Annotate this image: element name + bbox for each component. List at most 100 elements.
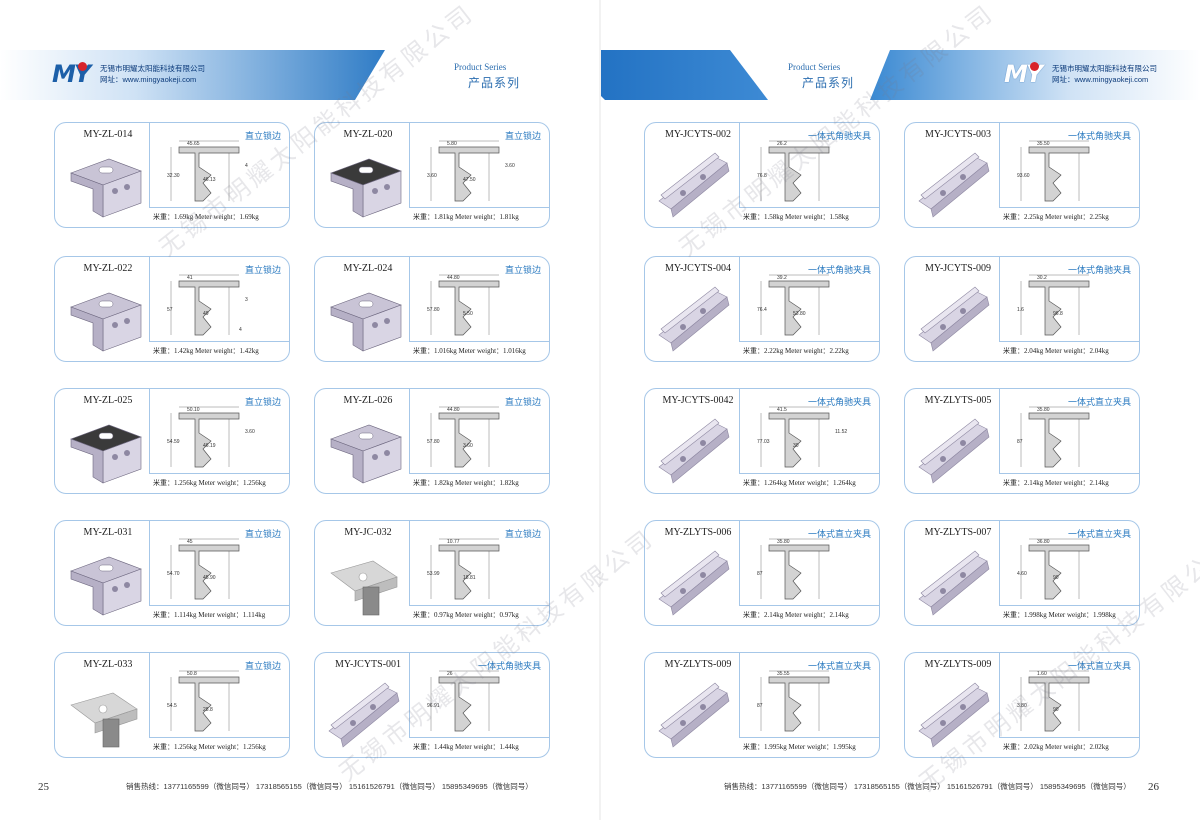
product-category: 一体式直立夹具: [807, 529, 871, 539]
header-band-right: [600, 50, 1200, 100]
product-model: MY-ZL-014: [83, 129, 133, 140]
svg-text:57.80: 57.80: [427, 439, 440, 445]
product-model: MY-ZLYTS-006: [664, 527, 732, 538]
card-divider: [999, 257, 1000, 341]
svg-text:76.4: 76.4: [757, 307, 767, 313]
card-divider: [409, 653, 410, 737]
card-divider: [409, 605, 549, 606]
card-divider: [739, 653, 740, 737]
svg-text:3.80: 3.80: [1017, 703, 1027, 709]
product-category: 一体式角驰夹具: [807, 131, 871, 141]
cross-section-drawing: 35.80 87: [749, 535, 869, 603]
series-title-en: Product Series: [788, 62, 841, 72]
card-divider: [149, 207, 289, 208]
svg-text:93.60: 93.60: [1017, 173, 1030, 179]
product-category: 直立锁边: [504, 131, 541, 141]
meter-weight: 米重：2.22kg Meter weight：2.22kg: [743, 347, 849, 355]
card-divider: [739, 605, 879, 606]
svg-text:1.60: 1.60: [1037, 671, 1047, 677]
svg-text:90: 90: [1053, 575, 1059, 581]
logo-mark-icon: MY: [1004, 60, 1043, 88]
product-category: 直立锁边: [244, 661, 281, 671]
svg-text:41: 41: [187, 275, 193, 281]
svg-text:35.50: 35.50: [1037, 141, 1050, 147]
svg-text:5.80: 5.80: [447, 141, 457, 147]
svg-text:45.65: 45.65: [187, 141, 200, 147]
svg-text:11.52: 11.52: [835, 429, 847, 435]
svg-text:35.80: 35.80: [1037, 407, 1050, 413]
product-model: MY-ZLYTS-009: [924, 659, 992, 670]
product-photo: [63, 411, 147, 487]
product-photo: [913, 675, 997, 751]
right-page: Product Series 产品系列 MY 无锡市明耀太阳能科技有限公司 网址…: [600, 0, 1200, 820]
card-divider: [999, 207, 1139, 208]
svg-text:3.60: 3.60: [505, 163, 515, 169]
meter-weight: 米重：0.97kg Meter weight：0.97kg: [413, 611, 519, 619]
svg-text:53.80: 53.80: [793, 311, 806, 317]
meter-weight: 米重：1.264kg Meter weight：1.264kg: [743, 479, 856, 487]
product-card: MY-ZLYTS-006 一体式直立夹具 35.80 87 米重：2.14kg M…: [644, 520, 880, 626]
product-model: MY-ZL-025: [83, 395, 133, 406]
card-divider: [149, 605, 289, 606]
svg-text:35.55: 35.55: [777, 671, 790, 677]
svg-text:3: 3: [245, 297, 248, 303]
card-divider: [999, 605, 1139, 606]
svg-text:3.60: 3.60: [427, 173, 437, 179]
product-photo: [323, 279, 407, 355]
series-title-left: Product Series 产品系列: [454, 62, 520, 91]
svg-text:5.50: 5.50: [463, 311, 473, 317]
card-divider: [149, 257, 150, 341]
product-category: 直立锁边: [504, 397, 541, 407]
meter-weight: 米重：1.81kg Meter weight：1.81kg: [413, 213, 519, 221]
sales-hotline-right: 销售热线：13771165599（微信同号） 17318565155（微信同号）…: [724, 782, 1131, 791]
cross-section-drawing: 1.60 3.80 90: [1009, 667, 1129, 735]
meter-weight: 米重：2.25kg Meter weight：2.25kg: [1003, 213, 1109, 221]
svg-text:46.13: 46.13: [203, 177, 216, 183]
product-category: 直立锁边: [244, 265, 281, 275]
meter-weight: 米重：2.14kg Meter weight：2.14kg: [743, 611, 849, 619]
company-website: 网址：www.mingyaokeji.com: [100, 75, 197, 84]
card-divider: [739, 473, 879, 474]
product-category: 一体式直立夹具: [1067, 661, 1131, 671]
product-model: MY-ZLYTS-007: [924, 527, 992, 538]
svg-text:4.60: 4.60: [1017, 571, 1027, 577]
product-category: 直立锁边: [244, 397, 281, 407]
svg-text:44.80: 44.80: [447, 275, 460, 281]
meter-weight: 米重：1.82kg Meter weight：1.82kg: [413, 479, 519, 487]
svg-text:90: 90: [1053, 707, 1059, 713]
card-divider: [409, 737, 549, 738]
svg-text:87: 87: [757, 703, 763, 709]
meter-weight: 米重：1.256kg Meter weight：1.256kg: [153, 743, 266, 751]
product-model: MY-ZL-031: [83, 527, 133, 538]
product-model: MY-ZL-024: [343, 263, 393, 274]
product-model: MY-JC-032: [344, 527, 392, 538]
svg-text:41.5: 41.5: [777, 407, 787, 413]
cross-section-drawing: 35.55 87: [749, 667, 869, 735]
card-divider: [149, 737, 289, 738]
svg-text:35.80: 35.80: [777, 539, 790, 545]
svg-text:49: 49: [203, 311, 209, 317]
product-model: MY-ZL-026: [343, 395, 393, 406]
card-divider: [409, 123, 410, 207]
meter-weight: 米重：2.04kg Meter weight：2.04kg: [1003, 347, 1109, 355]
svg-text:39.2: 39.2: [777, 275, 787, 281]
svg-text:87: 87: [757, 571, 763, 577]
card-divider: [409, 207, 549, 208]
svg-text:96.91: 96.91: [427, 703, 440, 709]
card-divider: [409, 389, 410, 473]
card-divider: [409, 473, 549, 474]
